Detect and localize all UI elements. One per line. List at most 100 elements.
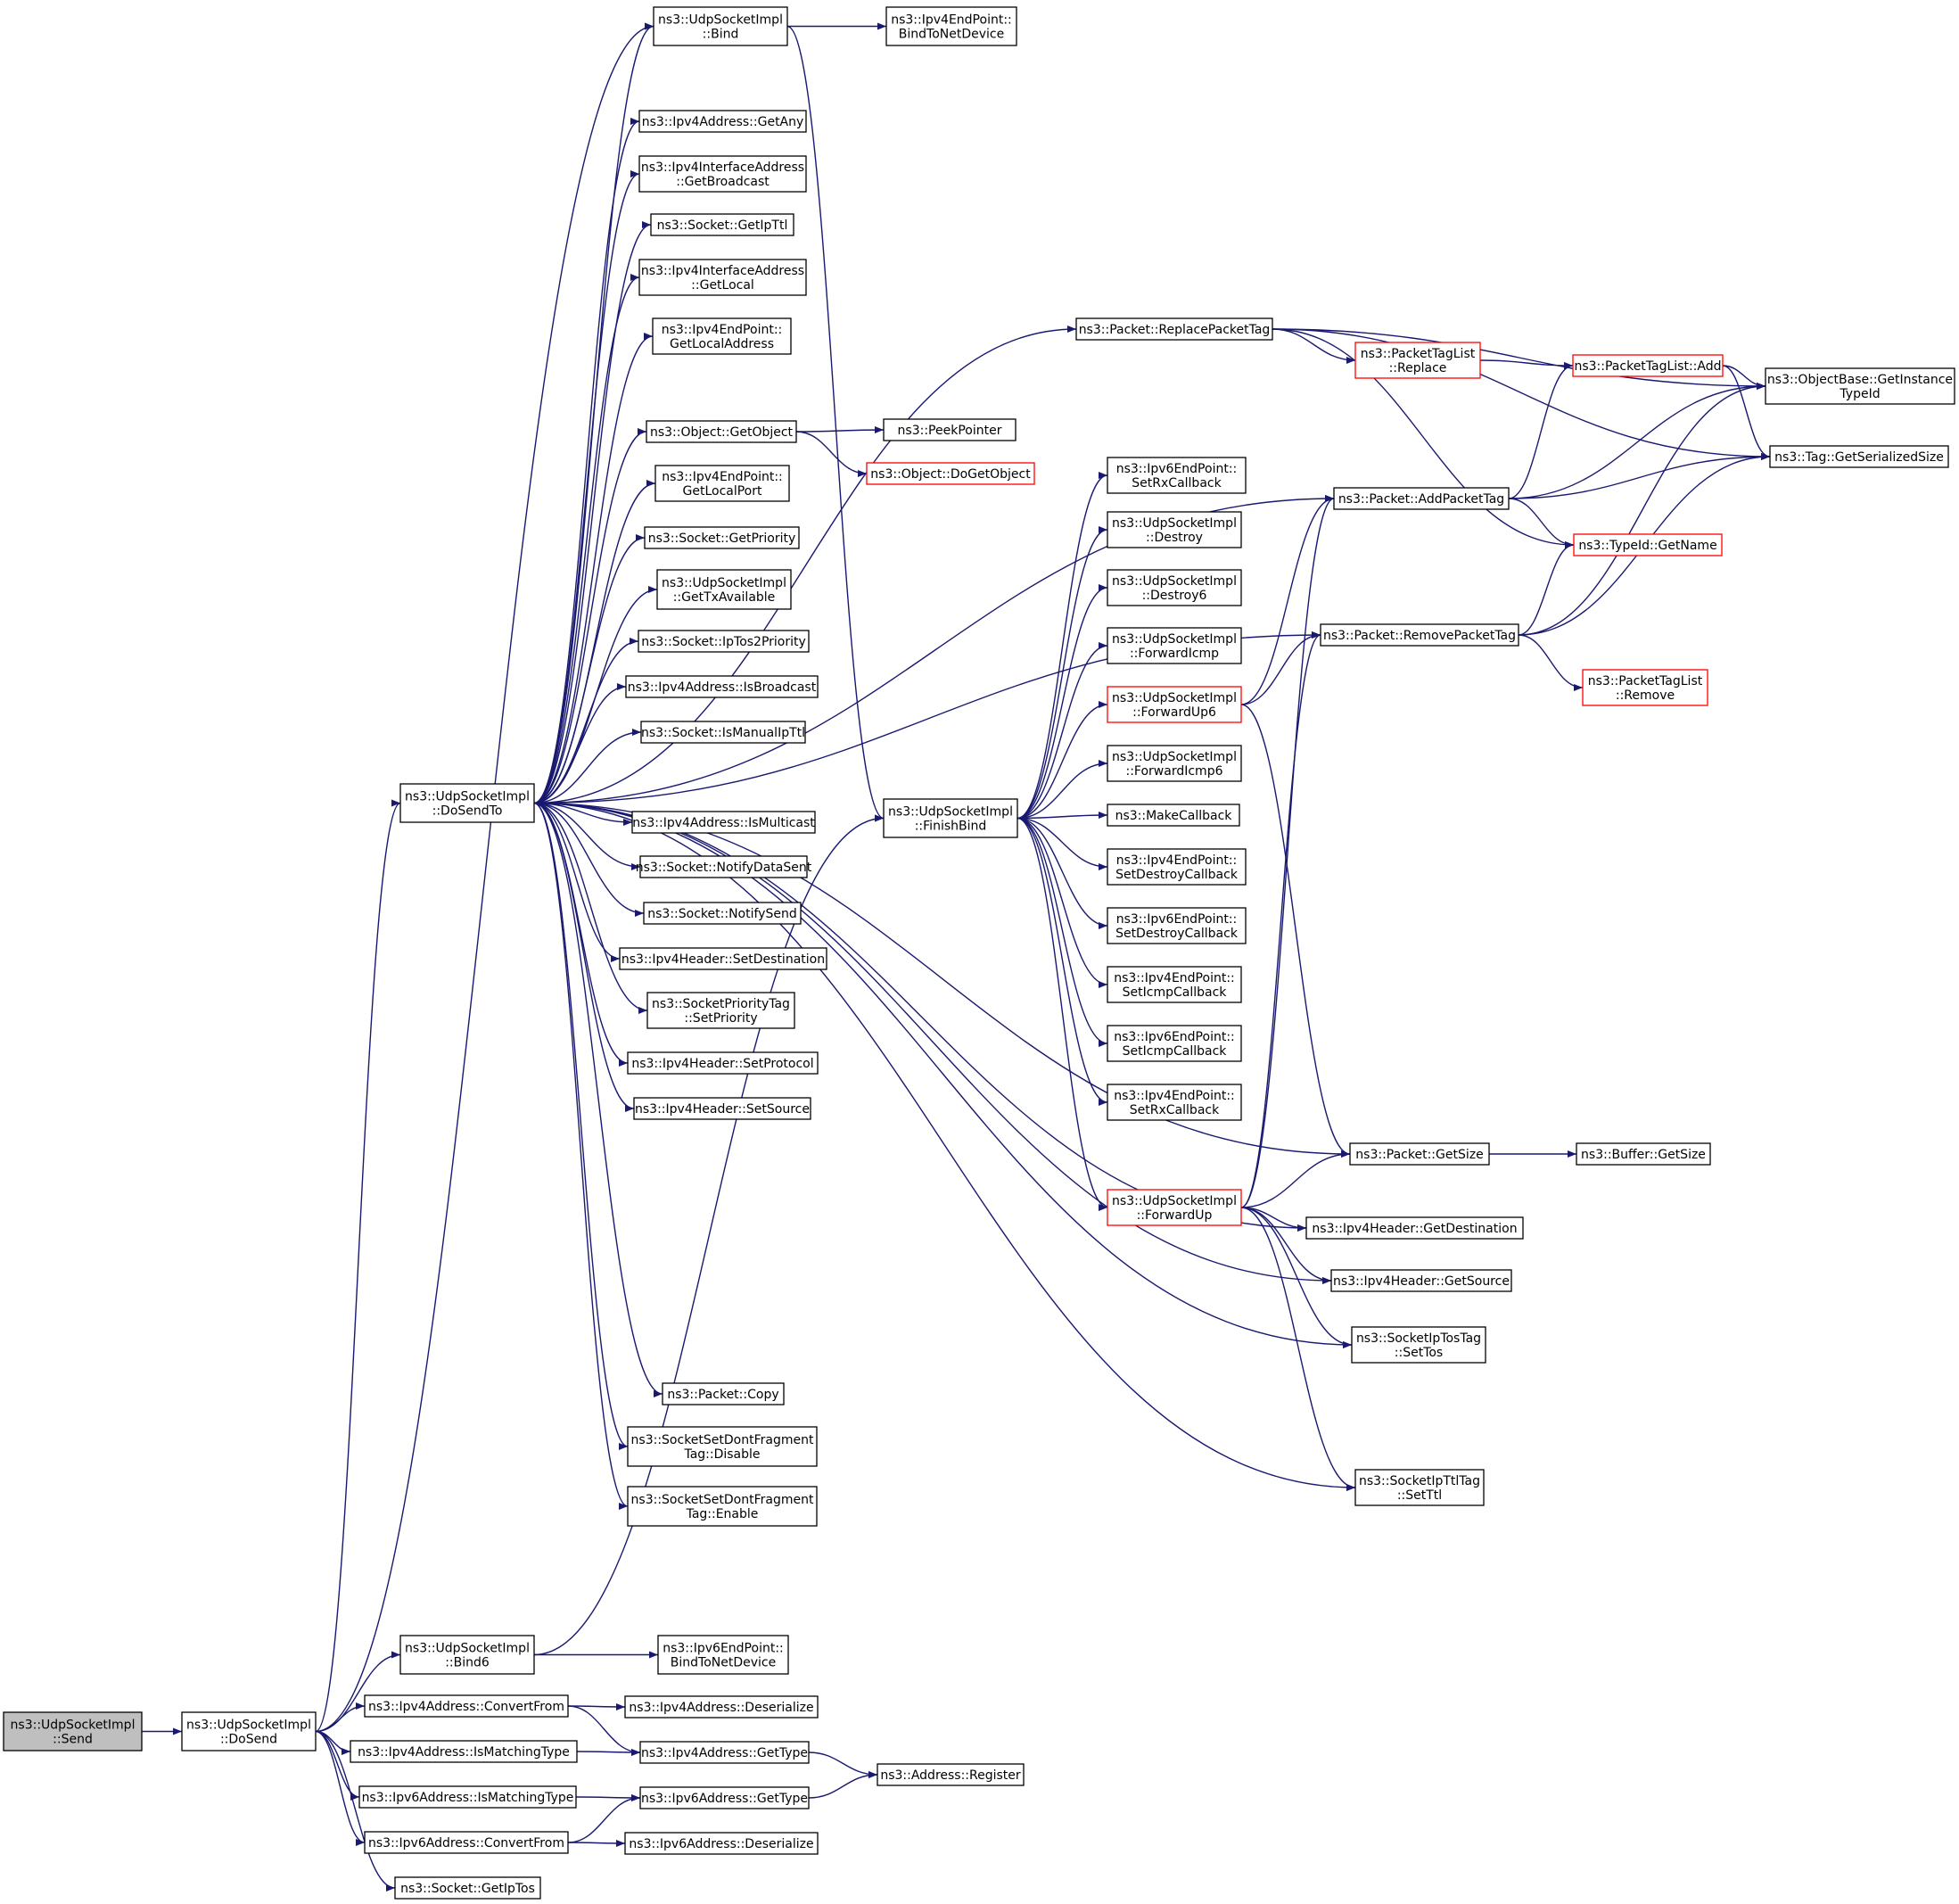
node-udp_gettxavail[interactable]: ns3::UdpSocketImpl::GetTxAvailable	[656, 569, 792, 610]
node-box	[627, 1486, 818, 1527]
node-v4addr_convertfrom[interactable]: ns3::Ipv4Address::ConvertFrom	[364, 1694, 569, 1718]
edge-dosendto-to-obj_getobject	[533, 428, 647, 804]
node-v4ep_seticmpcb[interactable]: ns3::Ipv4EndPoint::SetIcmpCallback	[1107, 966, 1242, 1003]
node-v6ep_bindtodev[interactable]: ns3::Ipv6EndPoint::BindToNetDevice	[657, 1635, 789, 1675]
node-label: SetIcmpCallback	[1123, 985, 1228, 1000]
node-udp_fwdicmp6[interactable]: ns3::UdpSocketImpl::ForwardIcmp6	[1107, 745, 1242, 782]
node-v4ep_bindtodev[interactable]: ns3::Ipv4EndPoint::BindToNetDevice	[885, 6, 1017, 46]
node-pkt_getsize[interactable]: ns3::Packet::GetSize	[1349, 1142, 1490, 1166]
node-label: ns3::Ipv4Address::GetAny	[642, 115, 804, 129]
edge-pkt_removetag-to-objbase_getinst	[1518, 383, 1766, 636]
node-v4addr_isbcast[interactable]: ns3::Ipv4Address::IsBroadcast	[625, 675, 819, 698]
edge-ptl_replace-to-ptl_add	[1479, 359, 1574, 369]
node-sock_notifysend[interactable]: ns3::Socket::NotifySend	[643, 902, 802, 925]
node-box	[1333, 487, 1510, 510]
node-label: ns3::Ipv6Address::Deserialize	[629, 1837, 813, 1851]
node-dosendto[interactable]: ns3::UdpSocketImpl::DoSendTo	[399, 783, 535, 823]
node-box	[1107, 1189, 1242, 1226]
node-makecallback[interactable]: ns3::MakeCallback	[1107, 804, 1240, 827]
node-sockprio_setprio[interactable]: ns3::SocketPriorityTag::SetPriority	[646, 992, 795, 1029]
node-addr_register[interactable]: ns3::Address::Register	[877, 1763, 1025, 1786]
node-v4addr_ismcast[interactable]: ns3::Ipv4Address::IsMulticast	[631, 811, 816, 834]
node-label: ns3::PeekPointer	[898, 424, 1002, 438]
node-v4ep_setdestroycb[interactable]: ns3::Ipv4EndPoint::SetDestroyCallback	[1107, 848, 1247, 886]
node-sock_getipttl[interactable]: ns3::Socket::GetIpTtl	[650, 213, 794, 236]
node-pkt_addtag[interactable]: ns3::Packet::AddPacketTag	[1333, 487, 1510, 510]
edge-dosendto-to-v4if_getbcast	[533, 170, 640, 804]
node-v4addr_ismatching[interactable]: ns3::Ipv4Address::IsMatchingType	[350, 1740, 578, 1763]
node-v4addr_getany[interactable]: ns3::Ipv4Address::GetAny	[638, 110, 807, 133]
node-box	[662, 1382, 785, 1405]
node-v4addr_gettype[interactable]: ns3::Ipv4Address::GetType	[639, 1741, 810, 1764]
node-box	[181, 1711, 317, 1752]
node-v6ep_setrxcb[interactable]: ns3::Ipv6EndPoint::SetRxCallback	[1107, 457, 1247, 494]
node-v6ep_seticmpcb[interactable]: ns3::Ipv6EndPoint::SetIcmpCallback	[1107, 1025, 1242, 1062]
node-buf_getsize[interactable]: ns3::Buffer::GetSize	[1576, 1142, 1711, 1166]
node-finishbind[interactable]: ns3::UdpSocketImpl::FinishBind	[883, 798, 1018, 838]
node-label: ns3::Packet::GetSize	[1355, 1148, 1483, 1162]
node-v4hdr_getsrc[interactable]: ns3::Ipv4Header::GetSource	[1330, 1269, 1512, 1292]
node-box	[1107, 627, 1242, 664]
node-udp_destroy[interactable]: ns3::UdpSocketImpl::Destroy	[1107, 511, 1242, 548]
node-bind6[interactable]: ns3::UdpSocketImpl::Bind6	[399, 1635, 535, 1675]
node-v4hdr_getdest[interactable]: ns3::Ipv4Header::GetDestination	[1305, 1216, 1524, 1240]
node-pkt_copy[interactable]: ns3::Packet::Copy	[662, 1382, 785, 1405]
node-v4ep_getlocalport[interactable]: ns3::Ipv4EndPoint::GetLocalPort	[654, 465, 790, 502]
node-v6addr_deserialize[interactable]: ns3::Ipv6Address::Deserialize	[624, 1832, 819, 1855]
node-udp_fwdup6[interactable]: ns3::UdpSocketImpl::ForwardUp6	[1107, 686, 1242, 723]
node-sock_ismanualipttl[interactable]: ns3::Socket::IsManualIpTtl	[640, 721, 806, 744]
node-label: ns3::Ipv4Header::GetDestination	[1312, 1222, 1517, 1236]
node-dosend[interactable]: ns3::UdpSocketImpl::DoSend	[181, 1711, 317, 1752]
edge-obj_getobject-to-obj_dogetobject	[795, 431, 868, 477]
node-label: ns3::Socket::GetIpTtl	[657, 218, 788, 233]
node-v4hdr_setsrc[interactable]: ns3::Ipv4Header::SetSource	[633, 1097, 811, 1120]
node-label: GetLocalAddress	[670, 337, 774, 351]
node-v4if_getlocal[interactable]: ns3::Ipv4InterfaceAddress::GetLocal	[638, 259, 807, 296]
node-send[interactable]: ns3::UdpSocketImpl::Send	[3, 1711, 143, 1752]
node-v6ep_setdestroycb[interactable]: ns3::Ipv6EndPoint::SetDestroyCallback	[1107, 907, 1247, 944]
edge-finishbind-to-v4ep_seticmpcb	[1017, 817, 1108, 988]
node-box	[650, 213, 794, 236]
node-typeid_getname[interactable]: ns3::TypeId::GetName	[1573, 533, 1723, 556]
node-obj_dogetobject[interactable]: ns3::Object::DoGetObject	[866, 462, 1035, 485]
node-v4hdr_setproto[interactable]: ns3::Ipv4Header::SetProtocol	[627, 1051, 819, 1075]
edge-dosend-to-dosendto	[315, 799, 401, 1733]
node-v4hdr_setdest[interactable]: ns3::Ipv4Header::SetDestination	[619, 947, 827, 970]
node-v4ep_getlocaladdr[interactable]: ns3::Ipv4EndPoint::GetLocalAddress	[652, 317, 792, 355]
node-obj_getobject[interactable]: ns3::Object::GetObject	[646, 420, 797, 443]
edge-v4addr_convertfrom-to-v4addr_gettype	[567, 1705, 641, 1756]
node-v4ep_setrxcb[interactable]: ns3::Ipv4EndPoint::SetRxCallback	[1107, 1084, 1242, 1121]
node-sock_getpriority[interactable]: ns3::Socket::GetPriority	[644, 526, 800, 549]
node-v6addr_convertfrom[interactable]: ns3::Ipv6Address::ConvertFrom	[364, 1831, 569, 1854]
node-ptl_add[interactable]: ns3::PacketTagList::Add	[1572, 354, 1724, 377]
node-udp_destroy6[interactable]: ns3::UdpSocketImpl::Destroy6	[1107, 569, 1242, 606]
node-v4if_getbcast[interactable]: ns3::Ipv4InterfaceAddress::GetBroadcast	[638, 155, 807, 193]
node-sock_notifydatasent[interactable]: ns3::Socket::NotifyDataSent	[636, 855, 812, 878]
node-box	[394, 1876, 541, 1900]
node-bind[interactable]: ns3::UdpSocketImpl::Bind	[653, 6, 788, 46]
node-box	[638, 155, 807, 193]
node-label: ns3::Socket::NotifyDataSent	[636, 861, 812, 875]
node-ipttl_setttl[interactable]: ns3::SocketIpTtlTag::SetTtl	[1354, 1469, 1485, 1506]
node-udp_fwdup[interactable]: ns3::UdpSocketImpl::ForwardUp	[1107, 1189, 1242, 1226]
node-tag_getsersize[interactable]: ns3::Tag::GetSerializedSize	[1769, 445, 1949, 468]
node-v4addr_deserialize[interactable]: ns3::Ipv4Address::Deserialize	[624, 1695, 819, 1719]
node-ptl_replace[interactable]: ns3::PacketTagList::Replace	[1354, 342, 1481, 379]
node-sock_getiptos[interactable]: ns3::Socket::GetIpTos	[394, 1876, 541, 1900]
node-pkt_removetag[interactable]: ns3::Packet::RemovePacketTag	[1320, 623, 1519, 647]
node-label: ns3::UdpSocketImpl	[1112, 691, 1237, 705]
node-sock_iptos2prio[interactable]: ns3::Socket::IpTos2Priority	[638, 630, 810, 653]
node-label: ns3::Ipv6Address::GetType	[641, 1792, 808, 1806]
node-iptos_settos[interactable]: ns3::SocketIpTosTag::SetTos	[1351, 1326, 1486, 1364]
node-peekpointer[interactable]: ns3::PeekPointer	[883, 418, 1017, 441]
node-ptl_remove[interactable]: ns3::PacketTagList::Remove	[1582, 669, 1708, 706]
node-v6addr_ismatching[interactable]: ns3::Ipv6Address::IsMatchingType	[358, 1785, 577, 1809]
edge-pkt_addtag-to-tag_getsersize	[1508, 453, 1771, 499]
node-pkt_replacetag[interactable]: ns3::Packet::ReplacePacketTag	[1075, 317, 1273, 341]
node-udp_fwdicmp[interactable]: ns3::UdpSocketImpl::ForwardIcmp	[1107, 627, 1242, 664]
node-v6addr_gettype[interactable]: ns3::Ipv6Address::GetType	[639, 1786, 810, 1809]
node-box	[638, 630, 810, 653]
